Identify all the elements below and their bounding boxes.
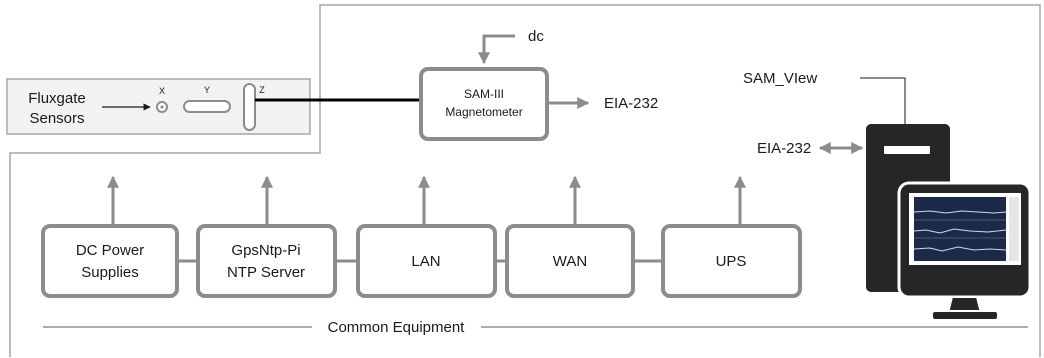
equipment-box	[661, 224, 802, 298]
equipment-box-ups: UPS	[661, 175, 802, 298]
x-axis-label: X	[159, 86, 165, 96]
monitor-base	[931, 310, 999, 321]
z-sensor-icon	[243, 83, 256, 131]
equipment-box	[41, 224, 179, 298]
computer-icon	[866, 124, 1032, 321]
fluxgate-label-line2: Sensors	[29, 110, 84, 127]
equipment-box-lan: LAN	[356, 175, 497, 298]
magnetometer-output-label: EIA-232	[604, 95, 658, 112]
fluxgate-label-line1: Fluxgate	[28, 90, 86, 107]
equipment-label: LAN	[411, 253, 440, 270]
equipment-box	[505, 224, 635, 298]
equipment-label-line2: NTP Server	[227, 264, 305, 281]
magnetometer-label-line2: Magnetometer	[445, 105, 522, 119]
equipment-box-wan: WAN	[505, 175, 635, 298]
common-equipment-panel	[9, 4, 1041, 357]
y-axis-label: Y	[204, 85, 210, 95]
equipment-box	[196, 224, 337, 298]
dc-input-arrow	[478, 34, 515, 65]
sam-view-leader	[860, 77, 906, 130]
equipment-label: WAN	[553, 253, 587, 270]
equipment-label-line1: GpsNtp-Pi	[231, 242, 300, 259]
equipment-box-gpsntp: GpsNtp-Pi NTP Server	[196, 175, 337, 298]
magnetometer-box	[419, 67, 549, 141]
dc-label: dc	[528, 28, 544, 45]
magnetometer-label-line1: SAM-III	[464, 87, 504, 101]
equipment-box-dc-power: DC Power Supplies	[41, 175, 179, 298]
equipment-label-line1: DC Power	[76, 242, 144, 259]
sam-view-label: SAM_VIew	[743, 70, 817, 87]
equipment-box	[356, 224, 497, 298]
common-equipment-caption: Common Equipment	[328, 319, 466, 336]
z-axis-label: Z	[259, 85, 265, 95]
y-sensor-icon	[183, 100, 231, 113]
equipment-label-line2: Supplies	[81, 264, 139, 281]
equipment-label: UPS	[716, 253, 747, 270]
computer-port-label: EIA-232	[757, 140, 811, 157]
